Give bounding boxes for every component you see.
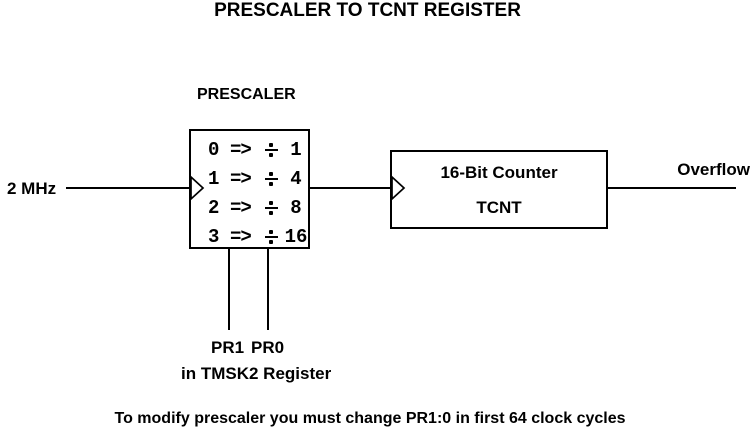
prescaler-label: PRESCALER xyxy=(197,86,296,103)
clock-input-icon xyxy=(190,175,205,201)
pr0-line xyxy=(267,247,269,330)
divide-icon xyxy=(264,142,278,157)
divide-icon xyxy=(264,171,278,186)
pr1-label: PR1 xyxy=(211,338,245,357)
counter-box: 16-Bit Counter TCNT xyxy=(390,150,608,229)
prescaler-row: 3 => 16 xyxy=(191,222,308,251)
maps-to-arrow: => xyxy=(230,225,252,248)
tmsk2-register-note: in TMSK2 Register xyxy=(181,364,332,383)
prescaler-divisor-value: 8 xyxy=(290,196,302,219)
prescaler-row: 1 => 4 xyxy=(191,164,308,193)
input-signal-line xyxy=(66,187,189,189)
maps-to-arrow: => xyxy=(230,196,252,219)
prescaler-divisor-value: 4 xyxy=(290,167,302,190)
clock-input-icon xyxy=(391,175,406,201)
maps-to-arrow: => xyxy=(230,138,252,161)
pr0-label: PR0 xyxy=(251,338,285,357)
prescaler-divisor-value: 1 xyxy=(290,138,302,161)
counter-title: 16-Bit Counter xyxy=(440,163,558,182)
diagram-title: PRESCALER TO TCNT REGISTER xyxy=(214,0,521,21)
prescaler-select-value: 1 xyxy=(208,167,220,190)
overflow-line xyxy=(606,187,736,189)
counter-name: TCNT xyxy=(476,198,522,217)
maps-to-arrow: => xyxy=(230,167,252,190)
prescaler-row: 0 => 1 xyxy=(191,135,308,164)
prescaler-box: 0 => 1 1 => 4 2 => 8 3 => 16 xyxy=(189,129,310,249)
prescaler-select-value: 0 xyxy=(208,138,220,161)
divide-icon xyxy=(264,200,278,215)
overflow-label: Overflow xyxy=(677,160,750,179)
prescaler-row: 2 => 8 xyxy=(191,193,308,222)
prescaler-to-counter-line xyxy=(308,187,390,189)
prescaler-divisor-value: 16 xyxy=(284,225,308,248)
divide-icon xyxy=(264,229,278,244)
prescaler-select-value: 3 xyxy=(208,225,220,248)
prescaler-select-value: 2 xyxy=(208,196,220,219)
input-label: 2 MHz xyxy=(7,179,57,198)
pr1-line xyxy=(228,247,230,330)
footnote: To modify prescaler you must change PR1:… xyxy=(114,410,626,427)
